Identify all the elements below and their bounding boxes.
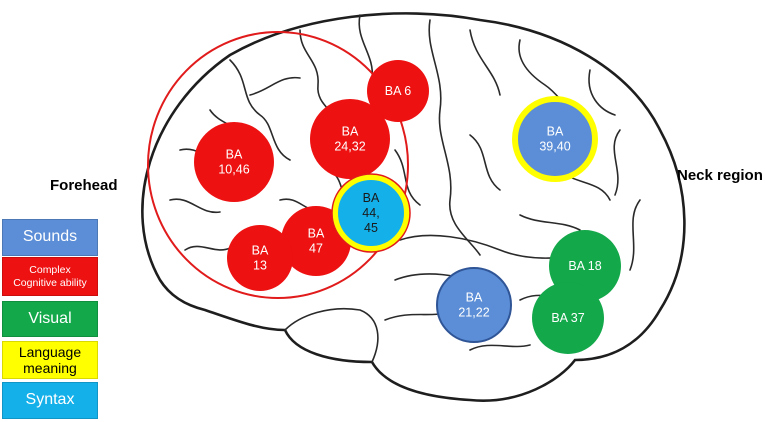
frontal-lobe-ellipse bbox=[147, 31, 409, 299]
area-ba47-label: BA bbox=[308, 227, 325, 241]
area-ba18-label: BA 18 bbox=[568, 259, 601, 273]
area-ba1046-label: 10,46 bbox=[218, 163, 249, 177]
legend-language-line: Language bbox=[18, 343, 82, 360]
area-ba13-label: BA bbox=[252, 244, 269, 258]
area-ba2432-label: 24,32 bbox=[334, 140, 365, 154]
area-ba1046-label: BA bbox=[226, 148, 243, 162]
area-ba37-circle bbox=[532, 282, 604, 354]
area-ba2432-circle bbox=[310, 99, 390, 179]
legend-sounds: Sounds bbox=[2, 219, 98, 256]
area-ba6-label: BA 6 bbox=[385, 84, 411, 98]
legend-syntax-line: Syntax bbox=[25, 391, 75, 409]
legend-sounds-line: Sounds bbox=[22, 228, 78, 246]
area-ba1046-circle bbox=[194, 122, 274, 202]
legend-syntax: Syntax bbox=[2, 382, 98, 419]
neck-region-label: Neck region bbox=[677, 167, 763, 184]
area-ba4445-label: 45 bbox=[364, 221, 378, 235]
legend-complex-line: Complex bbox=[29, 264, 71, 277]
area-ba2122-circle bbox=[436, 267, 512, 343]
legend-language-line: meaning bbox=[23, 360, 77, 376]
legend-visual-line: Visual bbox=[28, 309, 72, 327]
area-ba2432-label: BA bbox=[342, 125, 359, 139]
legend-complex-line: Cognitive ability bbox=[13, 276, 87, 289]
forehead-label: Forehead bbox=[50, 177, 118, 194]
area-ba13-circle bbox=[227, 225, 293, 291]
area-ba47-label: 47 bbox=[309, 242, 323, 256]
area-ba4445-label: BA bbox=[363, 191, 380, 205]
legend-visual: Visual bbox=[2, 301, 98, 337]
area-ba37: BA 37 bbox=[532, 282, 604, 354]
area-ba4445-circle bbox=[332, 174, 410, 252]
area-ba4445-outer-ring bbox=[331, 173, 411, 253]
area-ba3940-label: 39,40 bbox=[539, 140, 570, 154]
area-ba3940-circle bbox=[512, 96, 598, 182]
area-ba2122-label: 21,22 bbox=[458, 306, 489, 320]
brodmann-areas: BA 6BA10,46BA24,32BA47BA13BA44,45BA39,40… bbox=[194, 60, 621, 354]
area-ba2122-label: BA bbox=[466, 291, 483, 305]
area-ba37-label: BA 37 bbox=[551, 311, 584, 325]
area-ba4445-label: 44, bbox=[362, 206, 379, 220]
area-ba13-label: 13 bbox=[253, 259, 267, 273]
area-ba3940-label: BA bbox=[547, 125, 564, 139]
area-ba6: BA 6 bbox=[367, 60, 429, 122]
temporal-edge bbox=[284, 307, 379, 363]
area-ba6-circle bbox=[367, 60, 429, 122]
